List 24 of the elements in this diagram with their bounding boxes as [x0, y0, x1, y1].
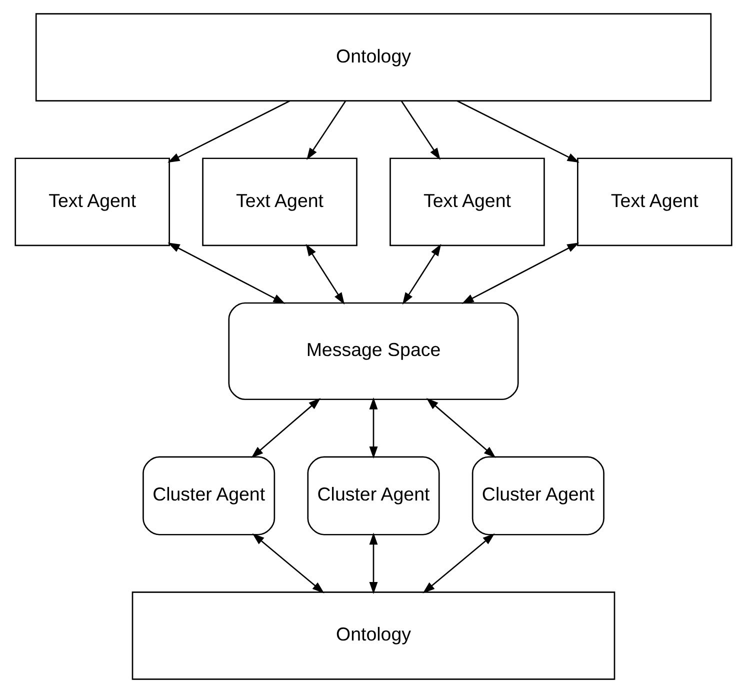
- node-box: Message Space: [228, 302, 518, 400]
- arrow: [456, 100, 579, 163]
- arrow: [461, 242, 579, 304]
- arrow: [305, 244, 344, 305]
- arrow: [400, 100, 440, 160]
- node-box: Cluster Agent: [471, 456, 604, 536]
- node-box: Cluster Agent: [142, 456, 275, 536]
- node-box: Text Agent: [202, 158, 357, 246]
- arrow: [167, 100, 290, 163]
- node-box: Cluster Agent: [306, 456, 440, 536]
- node-box: Text Agent: [576, 158, 732, 246]
- arrow: [368, 397, 378, 459]
- arrow: [422, 533, 494, 594]
- arrow: [402, 244, 441, 305]
- arrow: [306, 100, 346, 160]
- arrow: [368, 532, 378, 594]
- node-box: Text Agent: [14, 158, 170, 246]
- arrow: [167, 242, 285, 304]
- node-box: Ontology: [131, 592, 615, 680]
- arrow: [426, 398, 496, 458]
- arrow: [250, 398, 320, 458]
- node-box: Text Agent: [389, 158, 544, 246]
- arrow: [252, 533, 324, 594]
- node-box: Ontology: [34, 13, 712, 102]
